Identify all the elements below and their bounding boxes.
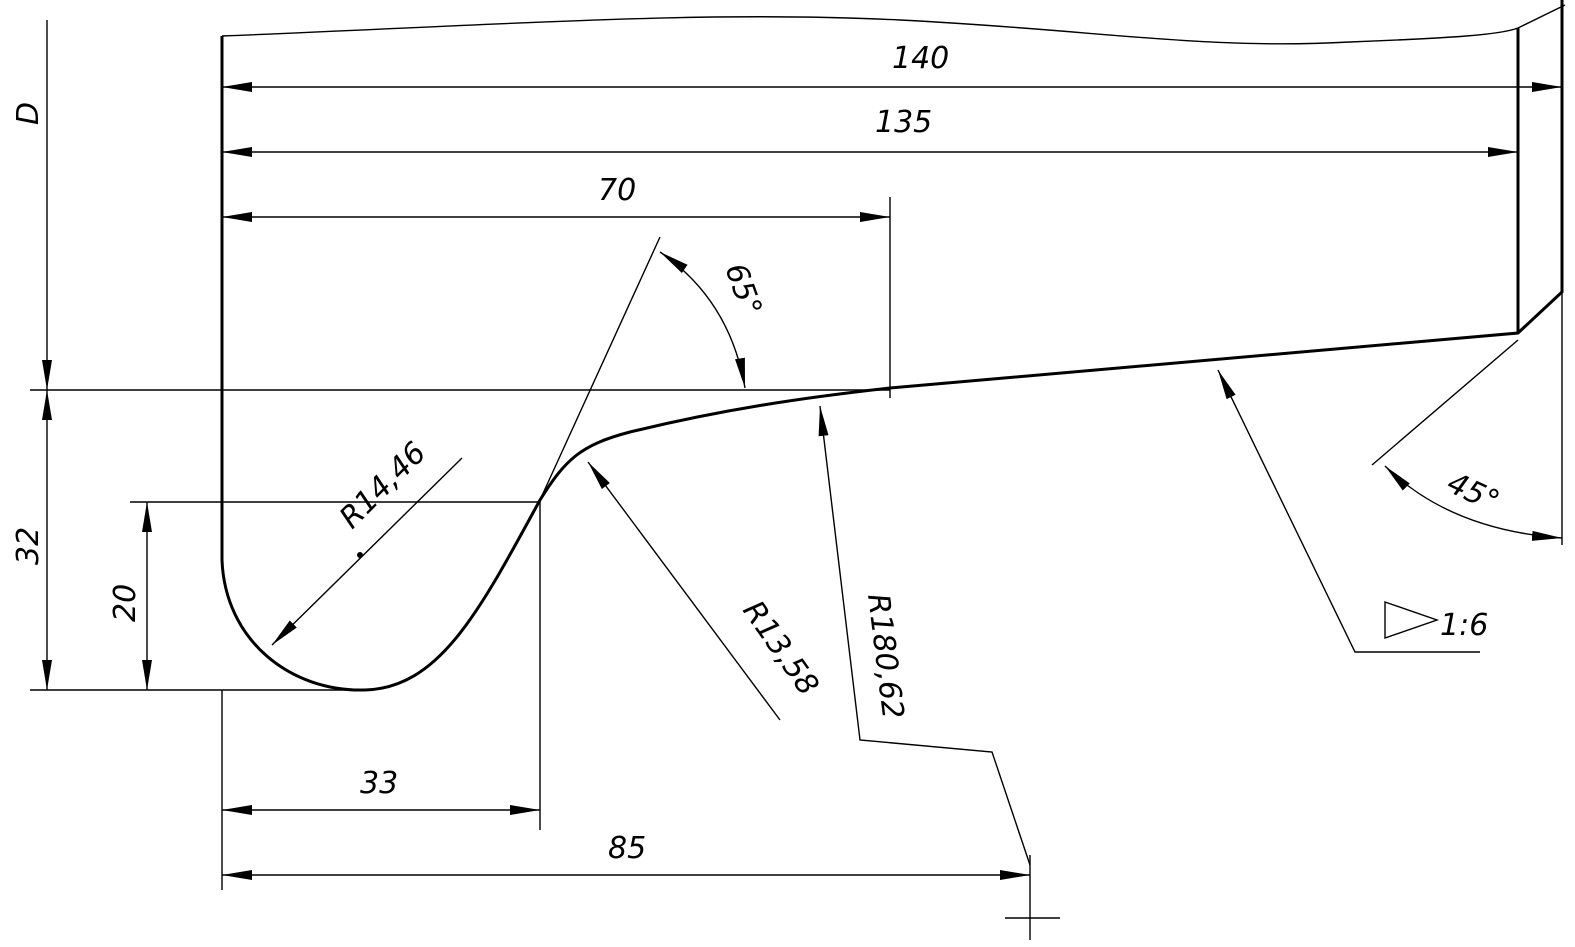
radius-r1446: R14,46 [333, 435, 433, 535]
dim-D: D [11, 102, 46, 125]
radius-r1358: R13,58 [735, 595, 825, 703]
angle-ref-line-65 [539, 236, 661, 501]
dim-33: 33 [360, 766, 398, 801]
leader-r1446 [271, 457, 463, 646]
leader-taper [1217, 369, 1480, 653]
dim-32: 32 [11, 527, 46, 565]
angle-arc-65 [659, 251, 746, 389]
arc-center-point [357, 552, 363, 558]
radius-r18062: R180,62 [860, 592, 910, 721]
dim-85: 85 [608, 831, 646, 866]
dim-20: 20 [108, 584, 143, 622]
part-profile [220, 0, 1564, 692]
dim-70: 70 [598, 173, 636, 208]
leader-r1358 [587, 461, 781, 721]
dim-135: 135 [875, 105, 932, 140]
dim-140: 140 [892, 41, 949, 76]
break-line [221, 4, 1566, 45]
angle-65: 65° [717, 259, 768, 321]
angle-ref-line-45 [1371, 339, 1519, 466]
taper-ratio: 1:6 [1440, 608, 1488, 643]
angle-arc-45 [1384, 465, 1563, 541]
leader-r18062 [818, 405, 1031, 866]
taper-symbol-icon [1384, 601, 1440, 639]
